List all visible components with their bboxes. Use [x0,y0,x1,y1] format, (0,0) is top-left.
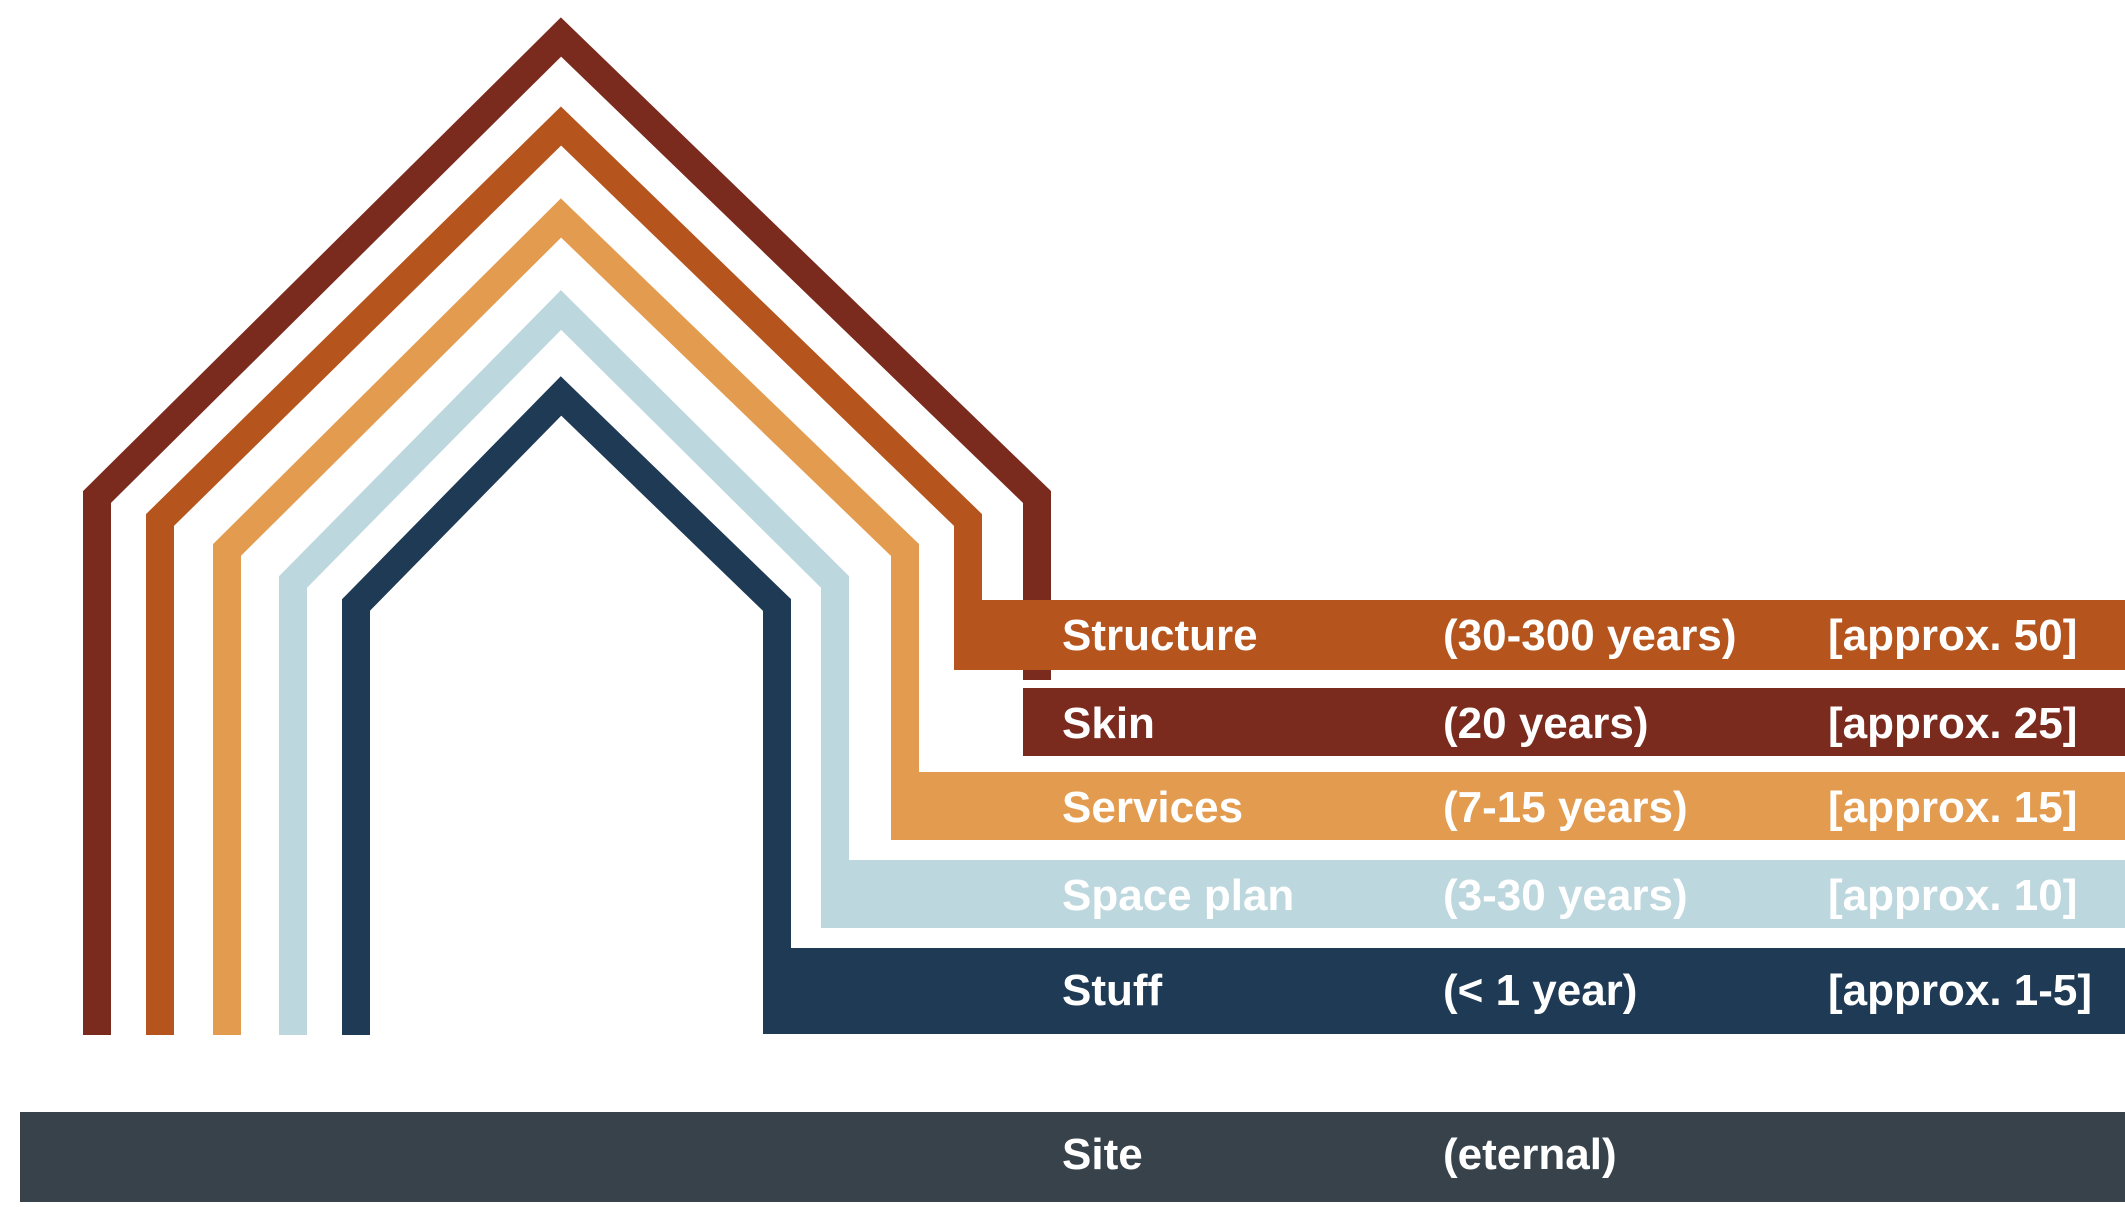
structure-outline [146,106,982,1035]
site-bar [20,1112,2125,1202]
space-plan-name: Space plan [1062,871,1294,920]
stuff-row: Stuff (< 1 year) [approx. 1-5] [1062,966,2092,1015]
space-plan-lifespan: (3-30 years) [1443,871,1688,920]
structure-approx: [approx. 50] [1828,611,2077,660]
stuff-outline [342,376,791,1035]
skin-bar [1023,688,2125,756]
structure-lifespan: (30-300 years) [1443,611,1737,660]
stuff-bar [763,948,2125,1034]
services-row: Services (7-15 years) [approx. 15] [1062,783,2077,832]
structure-row: Structure (30-300 years) [approx. 50] [1062,611,2077,660]
space-plan-bar [821,860,2125,928]
stuff-name: Stuff [1062,966,1163,1015]
skin-outline [83,17,1051,1035]
site-lifespan: (eternal) [1443,1130,1617,1179]
skin-name: Skin [1062,699,1155,748]
site-row: Site (eternal) [1062,1130,1617,1179]
services-lifespan: (7-15 years) [1443,783,1688,832]
services-bar [891,772,2125,840]
skin-approx: [approx. 25] [1828,699,2077,748]
site-name: Site [1062,1130,1143,1179]
structure-name: Structure [1062,611,1258,660]
structure-bar [954,600,2125,670]
skin-row: Skin (20 years) [approx. 25] [1062,699,2077,748]
stuff-approx: [approx. 1-5] [1828,966,2092,1015]
services-name: Services [1062,783,1243,832]
space-plan-approx: [approx. 10] [1828,871,2077,920]
services-approx: [approx. 15] [1828,783,2077,832]
space-plan-outline [279,290,849,1035]
services-outline [213,198,919,1035]
stuff-lifespan: (< 1 year) [1443,966,1637,1015]
skin-lifespan: (20 years) [1443,699,1648,748]
space-plan-row: Space plan (3-30 years) [approx. 10] [1062,871,2077,920]
